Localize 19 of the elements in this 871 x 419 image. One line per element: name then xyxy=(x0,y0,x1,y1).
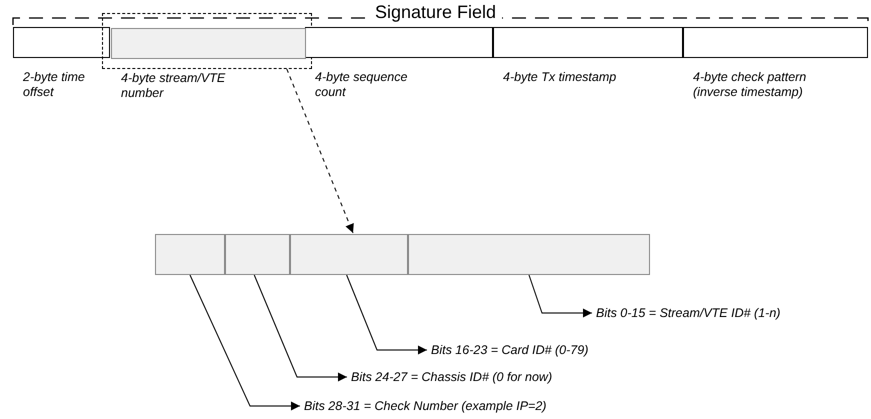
bit-field-segment xyxy=(408,234,650,275)
field-caption: 4-byte sequence count xyxy=(315,70,408,100)
bit-description: Bits 16-23 = Card ID# (0-79) xyxy=(431,342,661,358)
field-caption: 4-byte check pattern (inverse timestamp) xyxy=(693,70,808,100)
field-caption: 2-byte time offset xyxy=(23,70,86,100)
bit-field-segment xyxy=(155,234,225,275)
field-caption: 4-byte Tx timestamp xyxy=(503,70,618,85)
bit-field-segment xyxy=(225,234,290,275)
arrow xyxy=(254,274,348,382)
bit-description: Bits 24-27 = Chassis ID# (0 for now) xyxy=(351,369,611,385)
arrow xyxy=(346,274,428,354)
bit-description: Bits 0-15 = Stream/VTE ID# (1-n) xyxy=(596,305,866,321)
arrow xyxy=(528,274,592,318)
bit-field-segment xyxy=(290,234,408,275)
bit-description: Bits 28-31 = Check Number (example IP=2) xyxy=(304,398,594,414)
arrow xyxy=(190,274,300,410)
dashed-arrow xyxy=(286,68,354,234)
field-caption: 4-byte stream/VTE number xyxy=(121,71,226,101)
bit-field-bar xyxy=(155,234,650,275)
